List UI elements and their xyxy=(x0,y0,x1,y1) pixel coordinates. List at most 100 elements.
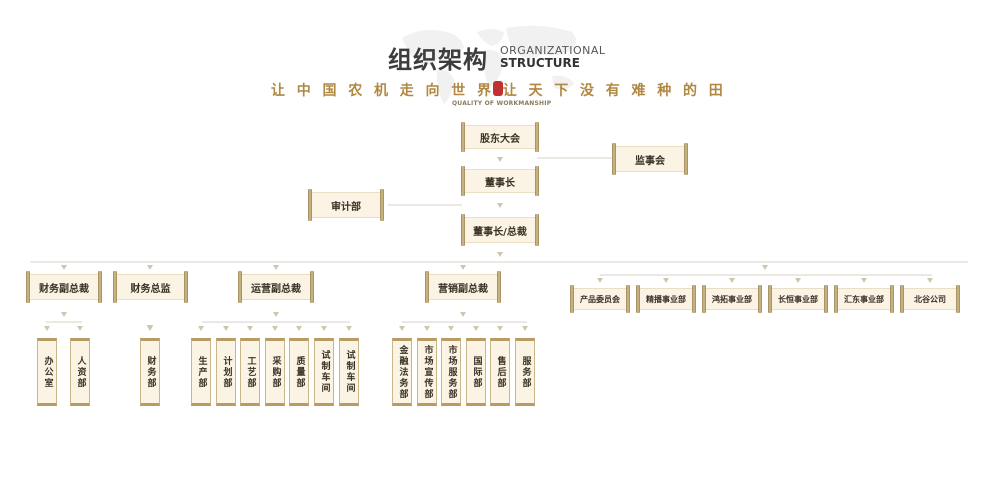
title-chinese: 组织架构 xyxy=(388,45,488,74)
node-cfo[interactable]: 财务总监 xyxy=(113,271,188,303)
node-label: 财务副总裁 xyxy=(39,283,89,295)
arrow-down-icon xyxy=(77,326,83,331)
node-department[interactable]: 质量部 xyxy=(289,338,309,406)
node-department[interactable]: 服务部 xyxy=(515,338,535,406)
arrow-down-icon xyxy=(448,326,454,331)
arrow-down-icon xyxy=(663,278,669,283)
slogan-char: 田 xyxy=(708,83,723,99)
node-department[interactable]: 工艺部 xyxy=(240,338,260,406)
slogan-char: 种 xyxy=(657,83,672,99)
node-label: 国际部 xyxy=(471,355,482,389)
node-department[interactable]: 市场宣传部 xyxy=(417,338,437,406)
node-business-unit[interactable]: 产品委员会 xyxy=(570,285,630,313)
arrow-down-icon xyxy=(762,265,768,270)
node-audit[interactable]: 审计部 xyxy=(308,189,384,221)
node-label: 董事长/总裁 xyxy=(473,226,527,238)
slogan-char: 有 xyxy=(605,83,620,99)
slogan-char: 天 xyxy=(528,83,543,99)
node-business-unit[interactable]: 北谷公司 xyxy=(900,285,960,313)
node-department[interactable]: 采购部 xyxy=(265,338,285,406)
node-vp-operations[interactable]: 运营副总裁 xyxy=(238,271,314,303)
node-label: 试制车间 xyxy=(344,350,355,394)
arrow-down-icon xyxy=(497,157,503,162)
arrow-down-icon xyxy=(729,278,735,283)
node-label: 股东大会 xyxy=(480,133,520,145)
node-label: 精播事业部 xyxy=(646,294,686,304)
arrow-down-icon xyxy=(497,203,503,208)
tagline: QUALITY OF WORKMANSHIP xyxy=(452,100,552,107)
arrow-down-icon xyxy=(597,278,603,283)
node-department[interactable]: 试制车间 xyxy=(339,338,359,406)
arrow-down-icon xyxy=(223,326,229,331)
node-label: 营销副总裁 xyxy=(438,283,488,295)
node-department[interactable]: 售后部 xyxy=(490,338,510,406)
arrow-down-icon xyxy=(861,278,867,283)
node-label: 审计部 xyxy=(331,201,361,213)
node-label: 财务部 xyxy=(145,355,156,389)
node-label: 产品委员会 xyxy=(580,294,620,304)
arrow-down-icon xyxy=(198,326,204,331)
arrow-down-icon xyxy=(273,265,279,270)
node-business-unit[interactable]: 长恒事业部 xyxy=(768,285,828,313)
slogan-char: 向 xyxy=(425,83,440,99)
node-label: 试制车间 xyxy=(319,350,330,394)
node-label: 市场服务部 xyxy=(446,344,457,400)
node-department[interactable]: 国际部 xyxy=(466,338,486,406)
node-label: 汇东事业部 xyxy=(844,294,884,304)
slogan-char: 中 xyxy=(296,83,311,99)
node-business-unit[interactable]: 鸿拓事业部 xyxy=(702,285,762,313)
node-business-unit[interactable]: 精播事业部 xyxy=(636,285,696,313)
node-label: 董事长 xyxy=(485,177,515,189)
node-label: 北谷公司 xyxy=(914,294,946,304)
node-department[interactable]: 计划部 xyxy=(216,338,236,406)
node-label: 运营副总裁 xyxy=(251,283,301,295)
arrow-down-icon xyxy=(424,326,430,331)
red-seal-icon xyxy=(493,81,503,96)
node-label: 监事会 xyxy=(635,155,665,167)
node-department[interactable]: 金融法务部 xyxy=(392,338,412,406)
node-label: 金融法务部 xyxy=(397,344,408,400)
node-chairman[interactable]: 董事长 xyxy=(461,166,539,196)
title-english: ORGANIZATIONAL STRUCTURE xyxy=(500,44,606,70)
slogan-char: 下 xyxy=(554,83,569,99)
node-label: 市场宣传部 xyxy=(422,344,433,400)
slogan-char: 机 xyxy=(374,83,388,99)
node-label: 人资部 xyxy=(75,355,86,389)
arrow-down-icon xyxy=(147,325,153,330)
node-department[interactable]: 生产部 xyxy=(191,338,211,406)
node-department[interactable]: 财务部 xyxy=(140,338,160,406)
node-label: 长恒事业部 xyxy=(778,294,818,304)
slogan-char: 农 xyxy=(348,83,363,99)
slogan-char: 让 xyxy=(502,83,517,99)
arrow-down-icon xyxy=(399,326,405,331)
node-label: 售后部 xyxy=(495,355,506,389)
arrow-down-icon xyxy=(296,326,302,331)
arrow-down-icon xyxy=(44,326,50,331)
slogan-char: 让 xyxy=(271,83,285,99)
arrow-down-icon xyxy=(522,326,528,331)
arrow-down-icon xyxy=(61,312,67,317)
title-english-line1: ORGANIZATIONAL xyxy=(500,44,606,57)
arrow-down-icon xyxy=(273,312,279,317)
node-label: 计划部 xyxy=(221,355,232,389)
node-department[interactable]: 试制车间 xyxy=(314,338,334,406)
arrow-down-icon xyxy=(346,326,352,331)
slogan-char: 难 xyxy=(631,83,646,99)
arrow-down-icon xyxy=(321,326,327,331)
node-supervisors[interactable]: 监事会 xyxy=(612,143,688,175)
node-vp-sales[interactable]: 营销副总裁 xyxy=(425,271,501,303)
node-label: 鸿拓事业部 xyxy=(712,294,752,304)
node-department[interactable]: 办公室 xyxy=(37,338,57,406)
node-ceo[interactable]: 董事长/总裁 xyxy=(461,214,539,246)
arrow-down-icon xyxy=(460,265,466,270)
node-shareholders[interactable]: 股东大会 xyxy=(461,122,539,152)
arrow-down-icon xyxy=(927,278,933,283)
title-english-line2: STRUCTURE xyxy=(500,56,580,70)
node-vp-finance[interactable]: 财务副总裁 xyxy=(26,271,102,303)
node-label: 财务总监 xyxy=(130,283,171,295)
arrow-down-icon xyxy=(147,265,153,270)
node-department[interactable]: 市场服务部 xyxy=(441,338,461,406)
node-business-unit[interactable]: 汇东事业部 xyxy=(834,285,894,313)
node-department[interactable]: 人资部 xyxy=(70,338,90,406)
